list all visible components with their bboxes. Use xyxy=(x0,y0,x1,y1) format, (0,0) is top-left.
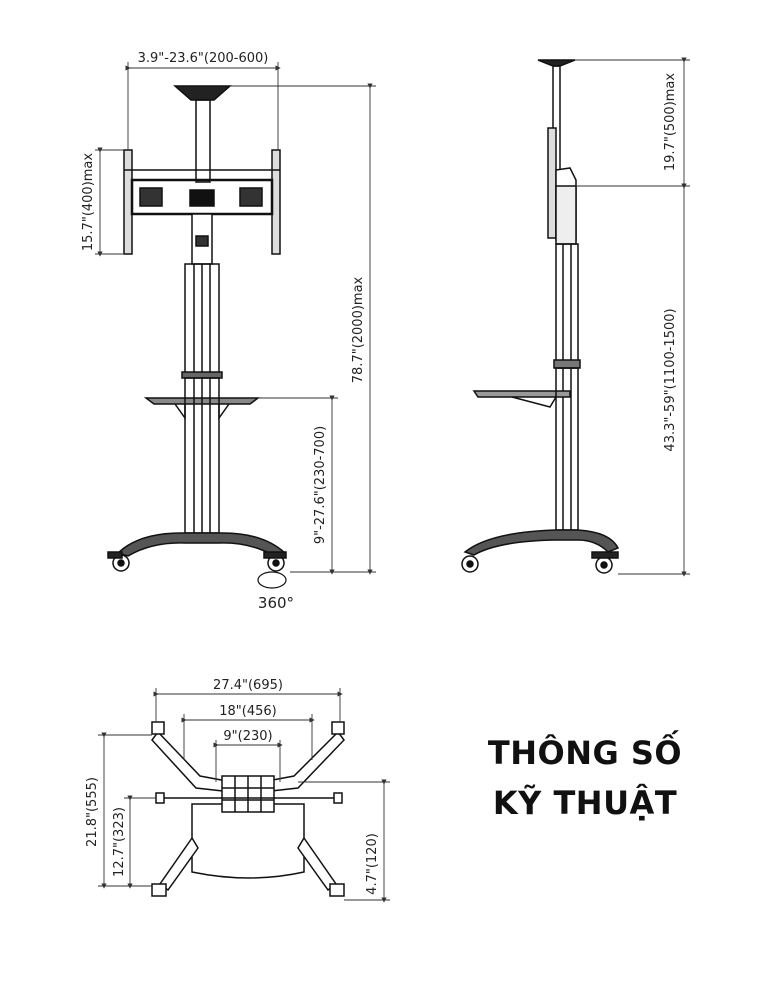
vesa-height-label: 15.7"(400)max xyxy=(81,153,96,252)
base-view xyxy=(151,721,345,897)
base-width-label: 27.4"(695) xyxy=(213,678,283,693)
inner-width-label: 18"(456) xyxy=(219,704,276,719)
base-leg-rear-right xyxy=(297,836,338,892)
top-extension-label: 19.7"(500)max xyxy=(663,73,678,172)
shelf-height-label: 9"-27.6"(230-700) xyxy=(313,426,328,544)
mount-height-label: 43.3"-59"(1100-1500) xyxy=(663,308,678,451)
rotation-arrow xyxy=(257,571,287,589)
side-vesa-arm xyxy=(547,127,557,239)
top-pole xyxy=(195,99,211,183)
base-depth-label: 21.8"(555) xyxy=(85,777,100,847)
title-line-2: KỸ THUẬT xyxy=(492,784,678,822)
front-dimensions xyxy=(95,62,376,575)
side-view xyxy=(461,59,620,574)
front-base xyxy=(116,532,287,557)
base-leg-front-left xyxy=(151,730,233,793)
title-line-1: THÔNG SỐ xyxy=(487,734,683,772)
rotation-label: 360° xyxy=(258,594,294,612)
side-dimensions xyxy=(575,57,690,577)
half-depth-label: 12.7"(323) xyxy=(112,807,127,877)
top-plate xyxy=(173,85,232,101)
side-shelf xyxy=(472,390,571,398)
side-column xyxy=(555,243,579,369)
base-dimensions xyxy=(98,688,390,903)
total-height-label: 78.7"(2000)max xyxy=(351,276,366,383)
side-top-plate xyxy=(537,59,576,67)
base-leg-rear-left xyxy=(158,836,199,892)
vesa-width-label: 3.9"-23.6"(200-600) xyxy=(138,51,269,66)
rear-offset-label: 4.7"(120) xyxy=(365,833,380,895)
base-tray xyxy=(191,803,305,879)
column-width-label: 9"(230) xyxy=(223,729,272,744)
front-view xyxy=(107,85,287,589)
